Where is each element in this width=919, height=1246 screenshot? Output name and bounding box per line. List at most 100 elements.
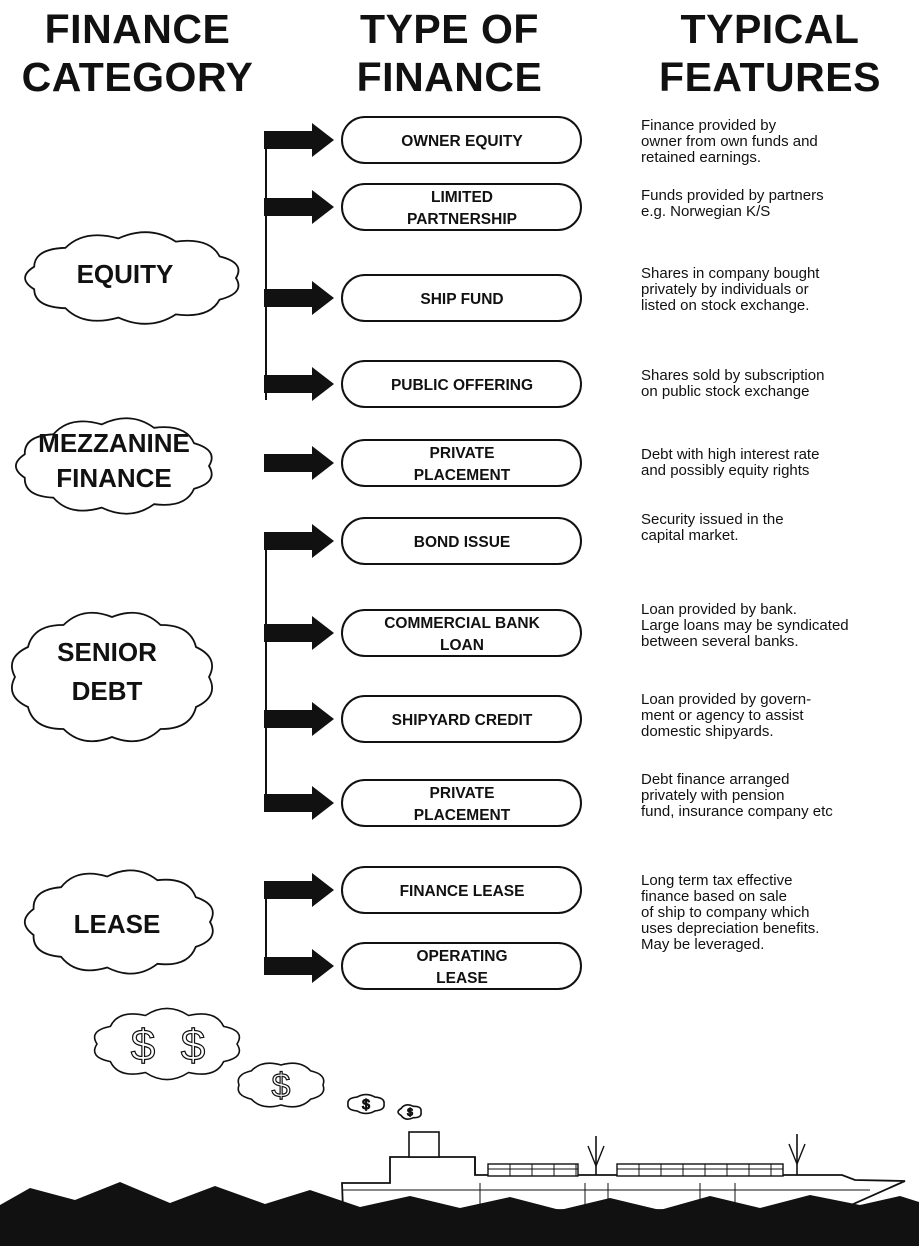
category-mezzanine-label-1: MEZZANINE (38, 428, 190, 458)
feature-description: Loan provided by govern- ment or agency … (641, 691, 812, 740)
dollar-cloud: $$ (93, 1007, 241, 1081)
arrows (264, 123, 334, 983)
finance-type-label: SHIP FUND (420, 291, 503, 308)
dollar-cloud: $ (347, 1093, 385, 1115)
dollar-sign-icon: $ (362, 1096, 370, 1112)
header-line: CATEGORY (21, 54, 254, 100)
thought-cloud-outline (237, 1062, 325, 1108)
dollar-thought-clouds: $$$$$ (93, 1007, 422, 1120)
finance-type-label: COMMERCIAL BANK (384, 615, 540, 632)
container-stack (616, 1163, 784, 1177)
thought-cloud-outline (347, 1093, 385, 1115)
cloud-senior-debt (11, 611, 213, 743)
pill-outline (341, 866, 582, 914)
ship-funnel (408, 1131, 440, 1158)
cloud-mezzanine (15, 417, 213, 515)
feature-description: Finance provided by owner from own funds… (641, 117, 818, 166)
pill-outline (341, 609, 582, 657)
feature-description: Debt with high interest rate and possibl… (641, 446, 820, 479)
finance-type-pill: PUBLIC OFFERING (341, 360, 582, 408)
pill-outline (341, 183, 582, 231)
header-line: FEATURES (659, 54, 881, 100)
finance-type-pill: FINANCE LEASE (341, 866, 582, 914)
arrow-right-icon (264, 281, 334, 315)
finance-type-pill: PRIVATE PLACEMENT (341, 779, 582, 827)
dollar-sign-icon: $ (272, 1067, 291, 1105)
dollar-cloud: $ (237, 1062, 325, 1108)
finance-type-pill: LIMITED PARTNERSHIP (341, 183, 582, 231)
feature-description: Long term tax effective finance based on… (641, 872, 820, 953)
dollar-sign-icon: $ (181, 1021, 205, 1070)
arrow-right-icon (264, 367, 334, 401)
pill-outline (341, 360, 582, 408)
thought-cloud-outline (93, 1007, 241, 1081)
finance-type-label: FINANCE LEASE (400, 883, 525, 900)
finance-type-pill: PRIVATE PLACEMENT (341, 439, 582, 487)
arrow-right-icon (264, 786, 334, 820)
feature-description: Security issued in the capital market. (641, 511, 784, 544)
container-stack (487, 1163, 579, 1177)
thought-cloud-outline (397, 1104, 422, 1120)
feature-description: Shares in company bought privately by in… (641, 265, 820, 314)
finance-type-pill: BOND ISSUE (341, 517, 582, 565)
pill-outline (341, 116, 582, 164)
dollar-sign-icon: $ (131, 1021, 155, 1070)
finance-type-pills: OWNER EQUITY LIMITED PARTNERSHIP SHIP FUND P… (341, 116, 582, 990)
finance-type-label: PARTNERSHIP (407, 211, 517, 228)
finance-type-label: LEASE (436, 970, 488, 987)
category-equity-label: EQUITY (77, 259, 174, 289)
finance-type-label: PLACEMENT (414, 467, 511, 484)
feature-description: Loan provided by bank. Large loans may b… (641, 601, 849, 650)
pill-outline (341, 942, 582, 990)
header-line: FINANCE (44, 6, 231, 52)
finance-type-label: BOND ISSUE (414, 534, 510, 551)
category-senior-debt-label-2: DEBT (72, 676, 143, 706)
finance-type-pill: SHIPYARD CREDIT (341, 695, 582, 743)
cloud-equity (24, 231, 240, 325)
category-mezzanine-label-2: FINANCE (56, 463, 172, 493)
pill-outline (341, 274, 582, 322)
header-type-of-finance: TYPE OF FINANCE (322, 5, 577, 101)
arrow-right-icon (264, 702, 334, 736)
header-line: FINANCE (356, 54, 543, 100)
header-line: TYPE OF (360, 6, 539, 52)
category-clouds (11, 231, 240, 975)
finance-type-label: PRIVATE (430, 445, 495, 462)
arrow-right-icon (264, 446, 334, 480)
sea-waves-icon (0, 1182, 919, 1246)
header-typical-features: TYPICAL FEATURES (640, 5, 900, 101)
pill-outline (341, 779, 582, 827)
feature-description: Shares sold by subscription on public st… (641, 367, 825, 400)
feature-description: Debt finance arranged privately with pen… (641, 771, 833, 820)
finance-type-label: OPERATING (417, 948, 508, 965)
header-finance-category: FINANCE CATEGORY (15, 5, 260, 101)
finance-type-pill: SHIP FUND (341, 274, 582, 322)
arrow-right-icon (264, 873, 334, 907)
arrow-right-icon (264, 123, 334, 157)
category-lease-label: LEASE (74, 909, 161, 939)
arrow-right-icon (264, 616, 334, 650)
finance-type-pill: OWNER EQUITY (341, 116, 582, 164)
finance-type-label: PUBLIC OFFERING (391, 377, 533, 394)
finance-type-label: PRIVATE (430, 785, 495, 802)
finance-type-pill: OPERATING LEASE (341, 942, 582, 990)
finance-type-label: PLACEMENT (414, 807, 511, 824)
dollar-cloud: $ (397, 1104, 422, 1120)
arrow-right-icon (264, 949, 334, 983)
feature-description: Funds provided by partners e.g. Norwegia… (641, 187, 824, 220)
header-line: TYPICAL (680, 6, 860, 52)
finance-type-label: LIMITED (431, 189, 493, 206)
arrow-right-icon (264, 524, 334, 558)
pill-outline (341, 695, 582, 743)
pill-outline (341, 517, 582, 565)
finance-type-label: OWNER EQUITY (401, 133, 523, 150)
cloud-lease (23, 869, 214, 975)
ship-icon (341, 1131, 906, 1211)
sea-wave-shape (0, 1182, 919, 1246)
pill-outline (341, 439, 582, 487)
finance-type-label: SHIPYARD CREDIT (392, 712, 533, 729)
arrow-right-icon (264, 190, 334, 224)
category-senior-debt-label-1: SENIOR (57, 637, 157, 667)
